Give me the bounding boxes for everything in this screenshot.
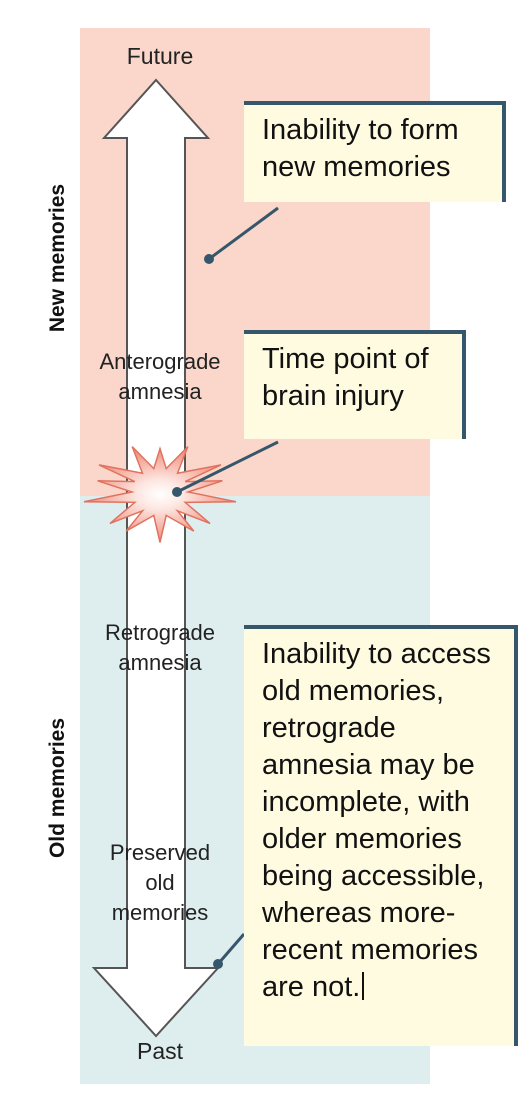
callout-old-border-right [514, 625, 518, 1046]
callout-pointer-injury [176, 440, 279, 494]
preserved-old-memories-label: Preserved old memories [109, 840, 211, 925]
callout-brain-injury: Time point of brain injury [244, 333, 462, 439]
brain-injury-burst-icon [83, 446, 237, 543]
future-label: Future [126, 43, 194, 69]
callout-injury-border-top [244, 330, 466, 334]
pointer-dot-old [213, 959, 223, 969]
callout-new-memories: Inability to form new memories [244, 104, 502, 202]
callout-injury-border-right [462, 330, 466, 439]
callout-new-border-right [502, 101, 506, 202]
pointer-dot-new [204, 254, 214, 264]
text-cursor [362, 972, 365, 1000]
callout-old-memories: Inability to access old memories, retrog… [244, 628, 514, 1046]
past-label: Past [136, 1038, 184, 1064]
pointer-dot-injury [172, 487, 182, 497]
callout-new-border-top [244, 101, 506, 105]
retrograde-amnesia-label: Retrograde amnesia [104, 620, 216, 675]
timeline-arrow [91, 78, 221, 1038]
anterograde-amnesia-label: Anterograde amnesia [99, 349, 221, 404]
callout-pointer-new [208, 206, 279, 261]
callout-pointer-old [216, 933, 246, 965]
callout-old-border-top [244, 625, 518, 629]
